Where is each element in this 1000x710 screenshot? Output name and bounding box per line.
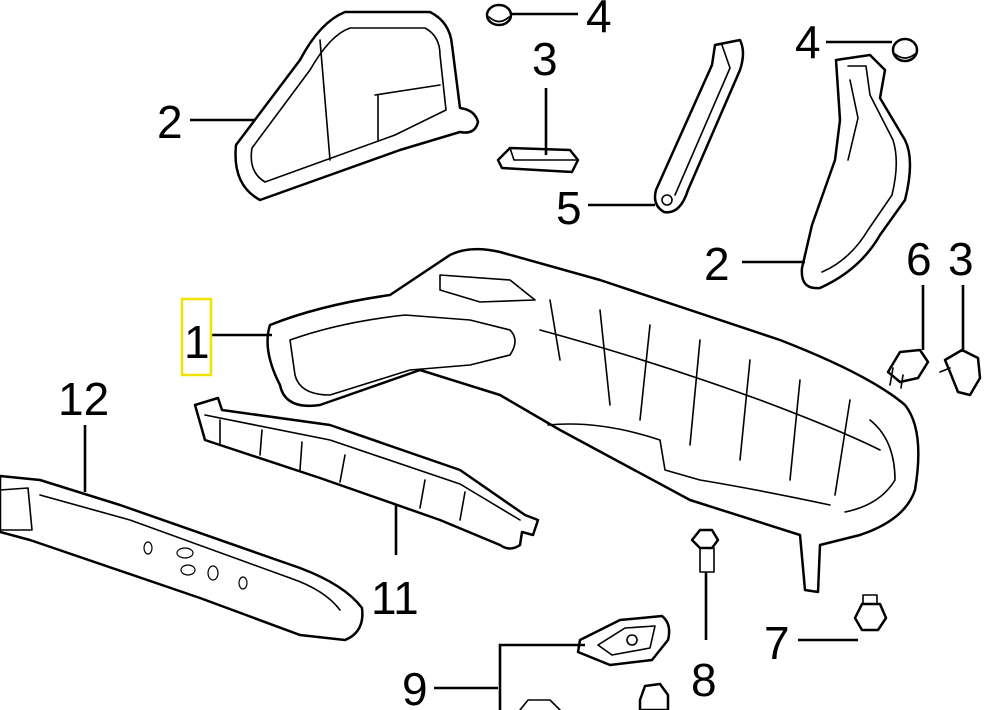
callout-4-top[interactable]: 4 — [586, 0, 612, 42]
part-bolt — [690, 528, 720, 573]
part-bottom-clip — [519, 682, 670, 710]
callout-5[interactable]: 5 — [556, 182, 582, 234]
part-push-clip — [886, 348, 930, 389]
part-bracket-arm — [653, 38, 745, 214]
callout-3-retainer[interactable]: 3 — [948, 233, 974, 285]
callout-11[interactable]: 11 — [371, 572, 419, 624]
highlight-box — [180, 297, 213, 377]
callout-7[interactable]: 7 — [764, 617, 790, 669]
callout-12[interactable]: 12 — [58, 373, 109, 425]
part-mount-bracket — [576, 614, 671, 667]
part-splash-shield-right — [800, 53, 912, 290]
part-energy-absorber — [193, 396, 540, 550]
part-clip-top — [485, 3, 513, 27]
callout-9[interactable]: 9 — [402, 663, 428, 710]
part-retainer-right — [939, 348, 982, 397]
part-bolt-right — [853, 594, 888, 632]
part-clip-right — [891, 37, 919, 63]
callout-2-right[interactable]: 2 — [704, 238, 730, 290]
part-reinforcement-beam — [0, 474, 364, 642]
leader-lines — [83, 12, 965, 710]
callout-4-right[interactable]: 4 — [795, 16, 821, 68]
callout-6[interactable]: 6 — [906, 233, 932, 285]
callout-8[interactable]: 8 — [691, 654, 717, 706]
callout-3-pad[interactable]: 3 — [532, 33, 558, 85]
part-bumper-cover — [266, 247, 920, 594]
part-splash-shield-left — [234, 10, 480, 202]
callout-2-left[interactable]: 2 — [157, 96, 183, 148]
part-pad — [496, 146, 580, 174]
callout-1[interactable]: 1 — [184, 316, 210, 368]
